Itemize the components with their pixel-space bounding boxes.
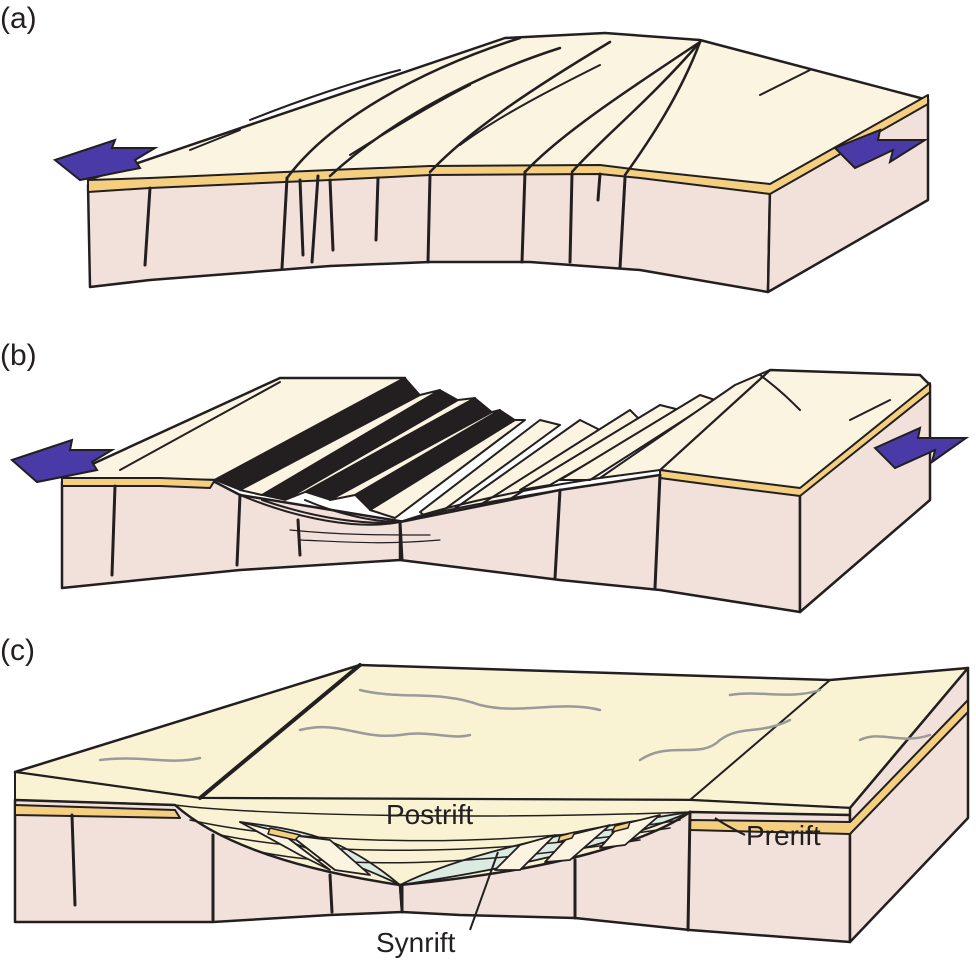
panel-b-fault-scarps xyxy=(213,377,517,511)
panel-b-left-arrow xyxy=(10,438,116,484)
panel-a-right-arrow xyxy=(833,128,929,170)
panel-b xyxy=(10,368,970,614)
panel-c-front-right xyxy=(398,810,852,944)
panel-b-right-arrow xyxy=(873,426,970,470)
panel-c-top-surface xyxy=(13,663,970,810)
panel-a-prerift-layer xyxy=(87,94,929,195)
panel-a xyxy=(52,31,930,294)
panel-a-left-arrow xyxy=(52,138,159,182)
panel-a-top-surface xyxy=(86,31,930,187)
synrift-label: Synrift xyxy=(376,927,456,958)
panel-c xyxy=(13,663,970,944)
panel-b-prerift-layer xyxy=(61,477,216,489)
panel-a-label: (a) xyxy=(0,2,37,35)
panel-c-prerift-layer xyxy=(14,804,181,819)
postrift-label: Postrift xyxy=(386,799,473,830)
panel-b-label: (b) xyxy=(0,339,37,372)
annotation-leaders xyxy=(469,817,746,931)
prerift-label: Prerift xyxy=(746,820,821,851)
panel-c-rivers xyxy=(98,688,932,762)
panel-c-label: (c) xyxy=(0,634,35,667)
